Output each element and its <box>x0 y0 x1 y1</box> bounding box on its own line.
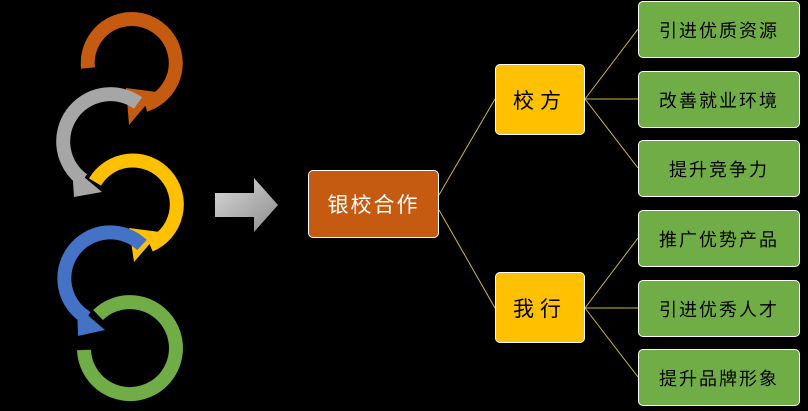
root-node-label: 银校合作 <box>327 193 420 217</box>
curl-arrow-stack <box>56 12 184 402</box>
leaf-node-label: 提升品牌形象 <box>659 368 779 390</box>
curl-arrow-gray <box>56 87 143 197</box>
leaf-node-school-2: 改善就业环境 <box>638 71 800 128</box>
curl-arrow-orange <box>80 12 183 125</box>
curl-arrow-green <box>77 295 183 402</box>
connector-branch1-leaf3 <box>584 98 639 169</box>
leaf-node-label: 提升竞争力 <box>669 159 769 181</box>
branch-node-bank-label: 我行 <box>513 296 567 321</box>
leaf-node-label: 推广优势产品 <box>659 229 779 251</box>
connector-branch2-leaf1 <box>584 237 639 309</box>
block-arrow-right <box>215 178 278 232</box>
leaf-node-label: 改善就业环境 <box>659 90 779 112</box>
branch-node-bank: 我行 <box>495 272 585 343</box>
leaf-node-label: 引进优秀人才 <box>659 299 779 321</box>
curl-arrow-blue <box>57 225 147 336</box>
leaf-node-bank-2: 引进优秀人才 <box>638 280 800 337</box>
connectors <box>438 28 639 378</box>
connector-root-branch1 <box>438 98 496 196</box>
leaf-node-bank-3: 提升品牌形象 <box>638 349 800 406</box>
connector-root-branch2 <box>438 209 496 309</box>
connector-branch2-leaf3 <box>584 307 639 378</box>
leaf-node-bank-1: 推广优势产品 <box>638 210 800 267</box>
branch-node-school-label: 校方 <box>513 88 567 113</box>
leaf-node-label: 引进优质资源 <box>659 20 779 42</box>
root-node: 银校合作 <box>308 170 439 238</box>
leaf-node-school-1: 引进优质资源 <box>638 1 800 58</box>
branch-node-school: 校方 <box>495 64 585 135</box>
connector-branch1-leaf1 <box>584 28 639 100</box>
leaf-node-school-3: 提升竞争力 <box>638 140 800 197</box>
